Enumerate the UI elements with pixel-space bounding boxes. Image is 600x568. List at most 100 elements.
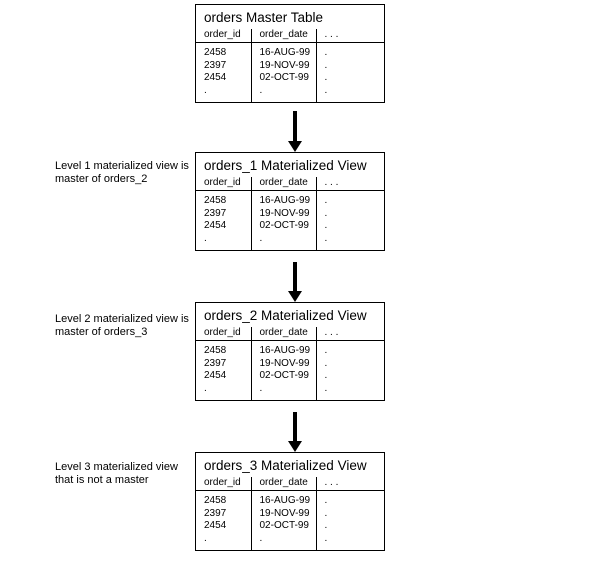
cell-ellipsis: . [315,59,384,72]
column-header-ellipsis: . . . [315,177,384,191]
cell-order-id: 2454 [204,72,227,83]
table-header-row: order_id order_date . . . [196,327,384,341]
box-title: orders_3 Materialized View [204,458,367,473]
cell-ellipsis: . [315,207,384,220]
arrow-head-icon [288,141,302,152]
cell-order-date: . [250,232,316,250]
table-row: 2454 02-OCT-99 . [196,220,384,233]
cell-order-date: 19-NOV-99 [250,507,316,520]
cell-ellipsis: . [315,84,384,102]
table-row: 2454 02-OCT-99 . [196,72,384,85]
table-row: 2458 16-AUG-99 . [196,190,384,208]
cell-order-id: . [204,84,207,96]
cell-order-date: 19-NOV-99 [250,59,316,72]
table-row: 2458 16-AUG-99 . [196,340,384,358]
entity-box-orders-master-table: orders Master Table order_id order_date … [195,4,385,103]
table-row: 2397 19-NOV-99 . [196,59,384,72]
table-row: 2397 19-NOV-99 . [196,507,384,520]
cell-order-id: 2458 [204,495,227,506]
cell-ellipsis: . [315,42,384,60]
arrow-shaft [293,111,297,141]
cell-order-date: 02-OCT-99 [250,520,316,533]
cell-ellipsis: . [315,370,384,383]
annotation-level-1: Level 1 materialized view is master of o… [55,160,189,185]
cell-ellipsis: . [315,490,384,508]
column-header-order-id: order_id [196,327,251,341]
arrow-shaft [293,412,297,441]
entity-box-orders-3-materialized-view: orders_3 Materialized View order_id orde… [195,452,385,551]
cell-order-date: 16-AUG-99 [250,42,316,60]
cell-ellipsis: . [315,72,384,85]
entity-box-orders-1-materialized-view: orders_1 Materialized View order_id orde… [195,152,385,251]
column-header-order-date: order_date [250,29,316,43]
cell-ellipsis: . [315,220,384,233]
cell-order-date: 02-OCT-99 [250,370,316,383]
column-header-order-date: order_date [250,177,316,191]
cell-order-date: . [250,532,316,550]
table-row: . . . [196,84,384,102]
entity-box-orders-2-materialized-view: orders_2 Materialized View order_id orde… [195,302,385,401]
column-header-order-id: order_id [196,29,251,43]
cell-ellipsis: . [315,532,384,550]
data-table: order_id order_date . . . 2458 16-AUG-99… [196,177,384,250]
cell-ellipsis: . [315,382,384,400]
cell-order-id: 2397 [204,507,227,519]
cell-ellipsis: . [315,190,384,208]
cell-order-id: 2454 [204,220,227,231]
table-row: 2454 02-OCT-99 . [196,370,384,383]
column-header-order-date: order_date [250,327,316,341]
annotation-level-2: Level 2 materialized view is master of o… [55,313,189,338]
column-header-order-date: order_date [250,477,316,491]
table-row: 2458 16-AUG-99 . [196,42,384,60]
arrow-head-icon [288,291,302,302]
cell-order-date: 16-AUG-99 [250,490,316,508]
box-title: orders_2 Materialized View [204,308,367,323]
cell-order-date: . [250,382,316,400]
annotation-level-3: Level 3 materialized view that is not a … [55,461,178,486]
cell-order-date: 02-OCT-99 [250,220,316,233]
cell-order-date: 19-NOV-99 [250,357,316,370]
column-header-ellipsis: . . . [315,327,384,341]
cell-order-id: . [204,232,207,244]
cell-ellipsis: . [315,232,384,250]
table-header-row: order_id order_date . . . [196,29,384,43]
cell-order-id: . [204,382,207,394]
column-header-order-id: order_id [196,477,251,491]
column-header-ellipsis: . . . [315,29,384,43]
connector-arrow-level1-to-level2 [288,262,302,302]
table-header-row: order_id order_date . . . [196,177,384,191]
cell-order-id: 2458 [204,195,227,206]
column-header-ellipsis: . . . [315,477,384,491]
cell-order-id: . [204,532,207,544]
box-title: orders Master Table [204,10,324,25]
table-row: . . . [196,382,384,400]
cell-order-date: . [250,84,316,102]
cell-order-id: 2454 [204,520,227,531]
cell-order-id: 2397 [204,59,227,71]
column-header-order-id: order_id [196,177,251,191]
cell-ellipsis: . [315,357,384,370]
cell-order-id: 2397 [204,207,227,219]
cell-ellipsis: . [315,520,384,533]
data-table: order_id order_date . . . 2458 16-AUG-99… [196,29,384,102]
connector-arrow-master-to-level1 [288,111,302,152]
connector-arrow-level2-to-level3 [288,412,302,452]
table-row: 2397 19-NOV-99 . [196,207,384,220]
cell-order-date: 02-OCT-99 [250,72,316,85]
cell-ellipsis: . [315,507,384,520]
cell-order-date: 16-AUG-99 [250,340,316,358]
table-row: 2458 16-AUG-99 . [196,490,384,508]
table-row: . . . [196,232,384,250]
table-header-row: order_id order_date . . . [196,477,384,491]
table-row: . . . [196,532,384,550]
table-row: 2397 19-NOV-99 . [196,357,384,370]
box-title: orders_1 Materialized View [204,158,367,173]
arrow-shaft [293,262,297,291]
cell-order-id: 2397 [204,357,227,369]
cell-order-date: 19-NOV-99 [250,207,316,220]
data-table: order_id order_date . . . 2458 16-AUG-99… [196,477,384,550]
table-row: 2454 02-OCT-99 . [196,520,384,533]
data-table: order_id order_date . . . 2458 16-AUG-99… [196,327,384,400]
arrow-head-icon [288,441,302,452]
